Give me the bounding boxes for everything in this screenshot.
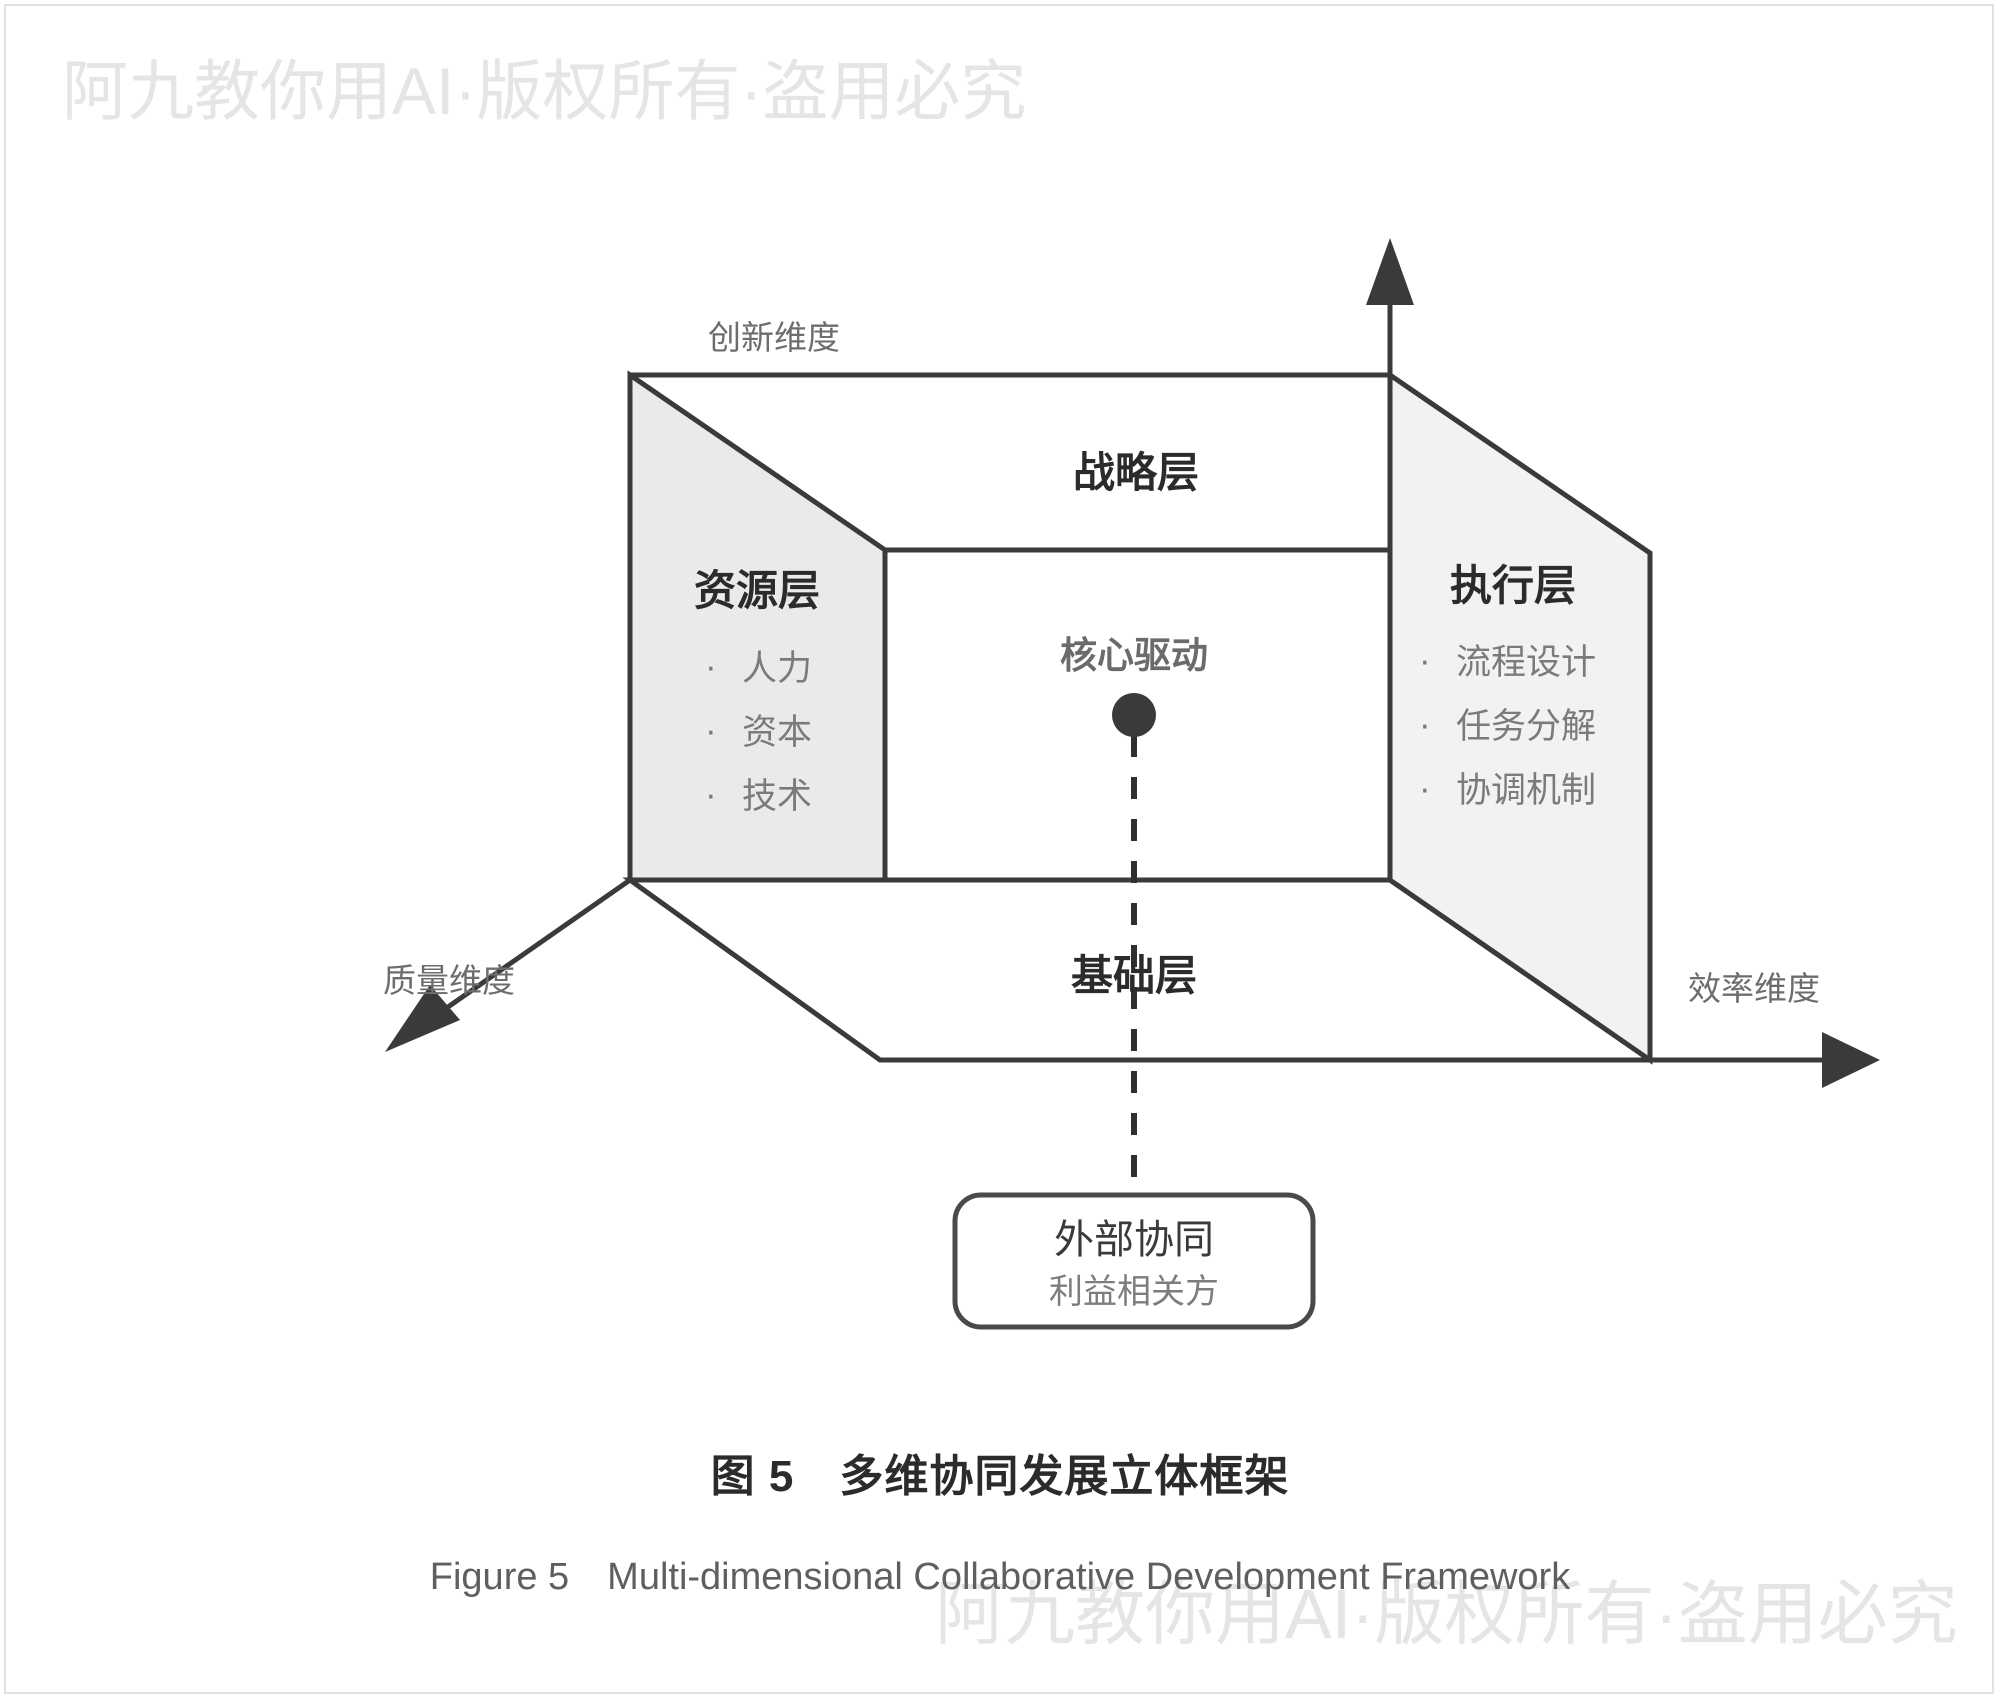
quality-axis-line: [413, 877, 632, 1033]
resource-item-1: 资本: [742, 713, 812, 752]
core-driver-label: 核心驱动: [1060, 635, 1208, 676]
resource-bullet-glyph-1: ·: [705, 711, 717, 750]
execution-item-0: 流程设计: [1456, 643, 1596, 682]
layer-title-strategy: 战略层: [1073, 449, 1199, 496]
core-driver-dot: [1112, 693, 1156, 737]
execution-bullet-glyph-2: ·: [1419, 769, 1431, 808]
layer-title-resource: 资源层: [694, 567, 820, 614]
external-box-title: 外部协同: [1054, 1218, 1214, 1262]
resource-item-2: 技术: [742, 777, 812, 816]
execution-bullet-glyph-1: ·: [1419, 705, 1431, 744]
watermark-bottom: 阿九教你用AI·版权所有·盗用必究: [935, 1575, 1958, 1653]
resource-bullet-glyph-0: ·: [705, 647, 717, 686]
execution-bullet-glyph-0: ·: [1419, 641, 1431, 680]
figure-caption-en: Figure 5 Multi-dimensional Collaborative…: [429, 1556, 1571, 1598]
resource-bullet-glyph-2: ·: [705, 775, 717, 814]
efficiency-axis-arrow: [1822, 1032, 1880, 1088]
resource-panel: [627, 370, 888, 883]
figure-caption-cn: 图 5 多维协同发展立体框架: [710, 1452, 1290, 1501]
external-box-subtitle: 利益相关方: [1049, 1273, 1219, 1311]
external-collaboration-box[interactable]: [952, 1192, 1316, 1330]
resource-item-0: 人力: [742, 649, 812, 688]
execution-item-1: 任务分解: [1456, 707, 1596, 746]
innovation-axis-arrow: [1366, 238, 1414, 305]
execution-item-2: 协调机制: [1456, 771, 1596, 810]
layer-title-execution: 执行层: [1450, 562, 1576, 609]
watermark-top: 阿九教你用AI·版权所有·盗用必究: [62, 54, 1027, 128]
layer-title-foundation: 基础层: [1071, 952, 1197, 999]
axis-label-efficiency: 效率维度: [1688, 970, 1820, 1007]
axis-label-quality: 质量维度: [383, 962, 515, 999]
quality-axis-arrow: [385, 985, 460, 1052]
axis-label-innovation: 创新维度: [708, 319, 840, 356]
